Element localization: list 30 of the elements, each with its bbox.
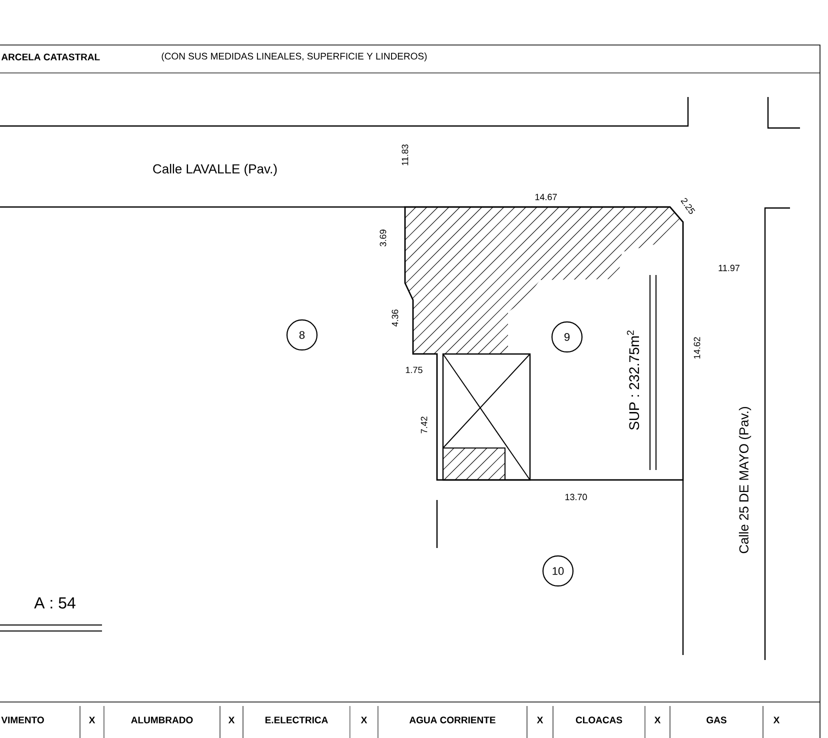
table-cell: CLOACAS bbox=[576, 716, 622, 724]
table-cell: X bbox=[360, 716, 368, 724]
table-cell: VIMENTO bbox=[1, 716, 44, 724]
table-cell: X bbox=[773, 716, 780, 724]
form-heading: ARCELA CATASTRAL bbox=[1, 54, 100, 60]
lot-number: 8 bbox=[286, 319, 318, 351]
dimension-label: 11.97 bbox=[718, 264, 740, 272]
dimension-label: 7.42 bbox=[420, 416, 428, 434]
table-cell: X bbox=[654, 716, 661, 724]
form-heading: (CON SUS MEDIDAS LINEALES, SUPERFICIE Y LINDEROS) bbox=[162, 52, 427, 62]
dimension-label: 14.62 bbox=[694, 337, 700, 359]
dimension-label: 4.36 bbox=[392, 310, 398, 327]
table-cell: GAS bbox=[706, 716, 726, 724]
table-cell: X bbox=[536, 716, 544, 724]
table-cell: ALUMBRADO bbox=[131, 716, 193, 724]
table-cell: E.ELECTRICA bbox=[265, 716, 328, 724]
lot-number: 9 bbox=[551, 321, 583, 353]
block-number: A : 54 bbox=[34, 597, 76, 609]
table-cell: X bbox=[228, 716, 235, 724]
lot-number: 10 bbox=[542, 555, 574, 587]
dimension-label: 1.75 bbox=[406, 366, 422, 374]
street-name: Calle 25 DE MAYO (Pav.) bbox=[738, 407, 752, 554]
area-label: SUP : 232.75m$^{2}$ bbox=[626, 330, 640, 430]
dimension-label: 13.70 bbox=[565, 494, 587, 500]
table-cell: X bbox=[88, 716, 96, 724]
table-cell: AGUA CORRIENTE bbox=[409, 716, 496, 724]
dimension-label: 11.83 bbox=[402, 144, 408, 166]
dimension-label: 3.69 bbox=[380, 230, 386, 246]
dimension-label: 14.67 bbox=[535, 194, 557, 200]
street-name: Calle LAVALLE (Pav.) bbox=[153, 164, 277, 176]
